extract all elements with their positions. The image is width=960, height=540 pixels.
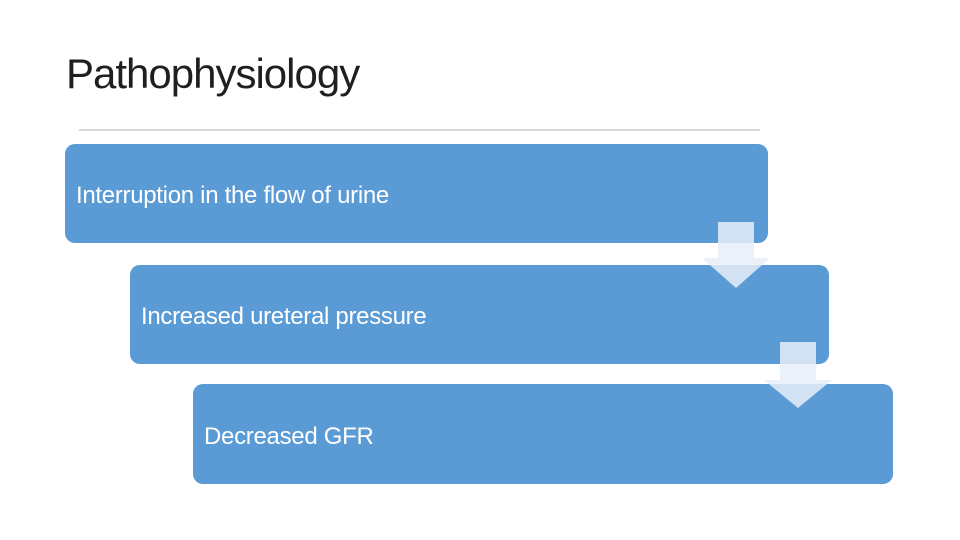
process-step-2: Increased ureteral pressure bbox=[130, 265, 829, 364]
process-step-1-label: Interruption in the flow of urine bbox=[76, 182, 389, 210]
divider-line bbox=[79, 129, 760, 131]
page-title: Pathophysiology bbox=[66, 50, 360, 97]
process-step-1: Interruption in the flow of urine bbox=[65, 144, 768, 243]
process-step-3-label: Decreased GFR bbox=[204, 422, 374, 450]
process-step-3: Decreased GFR bbox=[193, 384, 893, 484]
process-step-2-label: Increased ureteral pressure bbox=[141, 303, 427, 331]
